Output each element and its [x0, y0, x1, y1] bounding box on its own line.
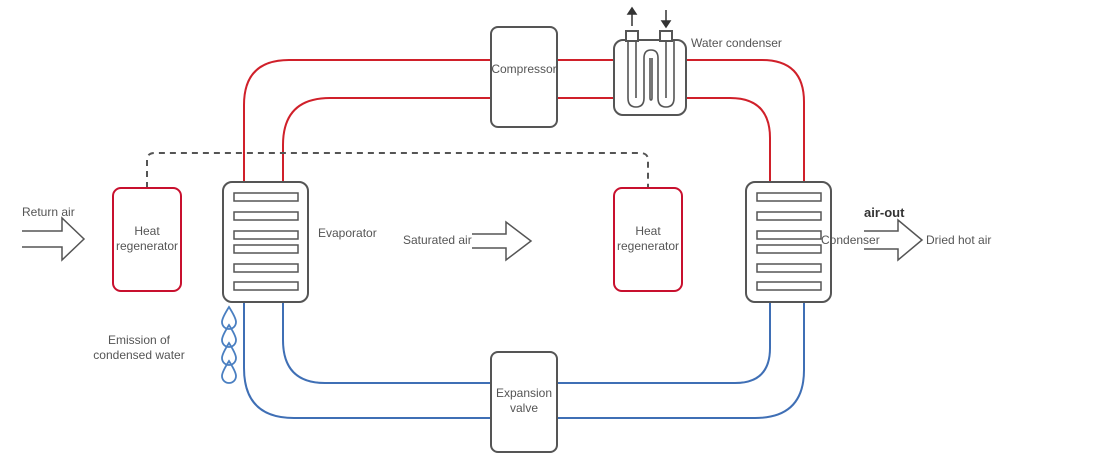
- heat-regenerator-right-label: Heat regenerator: [616, 224, 680, 253]
- air-out-label: air-out: [864, 205, 905, 220]
- cold-line-outer-right: [557, 302, 805, 419]
- heat-regenerator-right-box: [613, 187, 683, 292]
- condenser-label: Condenser: [821, 233, 880, 247]
- evaporator-label: Evaporator: [318, 226, 377, 240]
- water-condenser-icon: [613, 30, 687, 116]
- cold-line-inner-right: [557, 302, 771, 384]
- expansion-valve-label: Expansion valve: [495, 386, 553, 415]
- cold-line-outer-left: [243, 302, 491, 419]
- water-condenser-label: Water condenser: [691, 36, 782, 50]
- water-droplet-icon: [221, 305, 237, 384]
- heat-regenerator-left-box: [112, 187, 182, 292]
- regenerator-link-dashed-line: [146, 152, 649, 188]
- compressor-box: [490, 26, 558, 128]
- condensed-water-emission-label: Emission of condensed water: [93, 333, 185, 362]
- saturated-air-arrow-icon: [472, 220, 533, 262]
- air-out-arrow-icon: [864, 218, 924, 262]
- hot-line-inner-left: [282, 97, 491, 182]
- evaporator-coil: [222, 181, 309, 303]
- cold-line-inner-left: [282, 302, 491, 384]
- return-air-label: Return air: [22, 205, 75, 219]
- water-in-out-arrows-icon: [626, 6, 672, 29]
- hot-line-outer-left: [243, 59, 491, 182]
- dried-hot-air-label: Dried hot air: [926, 233, 992, 247]
- condenser-coil: [745, 181, 832, 303]
- saturated-air-label: Saturated air: [403, 233, 472, 247]
- hot-line-inner-right: [686, 97, 771, 182]
- return-air-arrow-icon: [22, 216, 86, 262]
- hot-line-outer-right: [686, 59, 805, 182]
- expansion-valve-box: [490, 351, 558, 453]
- compressor-label: Compressor: [491, 62, 557, 76]
- heat-regenerator-left-label: Heat regenerator: [115, 224, 179, 253]
